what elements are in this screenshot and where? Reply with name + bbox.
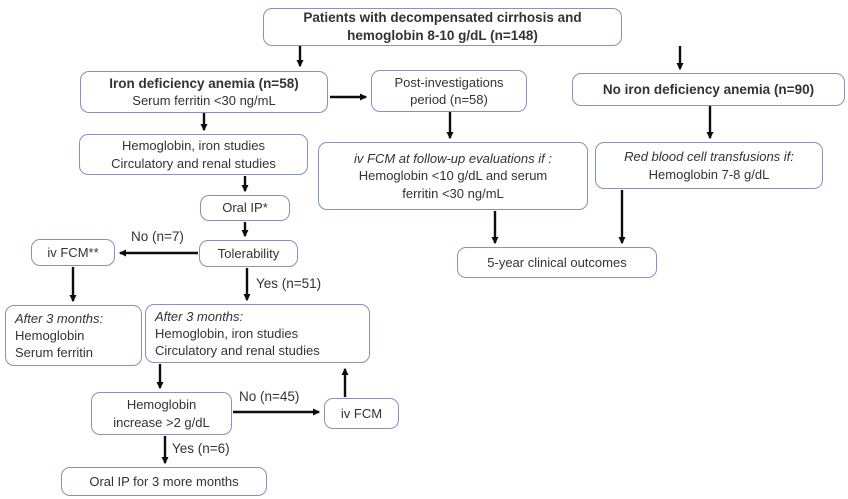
node-post-investigations-line1: Post-investigations bbox=[394, 74, 504, 90]
node-after3-left-line3: Serum ferritin bbox=[15, 345, 94, 361]
node-rbc-transfusions: Red blood cell transfusions if: Hemoglob… bbox=[595, 142, 823, 189]
node-oral-ip-line1: Oral IP* bbox=[222, 200, 268, 216]
edge-label-no-n45: No (n=45) bbox=[239, 389, 300, 404]
node-hb-increase-line1: Hemoglobin bbox=[126, 397, 197, 413]
node-ivfcm-followup-line2: Hemoglobin <10 g/dL and serum bbox=[358, 168, 548, 184]
node-ivfcm-followup: iv FCM at follow-up evaluations if : Hem… bbox=[318, 142, 588, 210]
node-tolerability-line1: Tolerability bbox=[217, 245, 280, 261]
node-after3-right-line3: Circulatory and renal studies bbox=[155, 343, 320, 359]
node-oral-ip-3mo: Oral IP for 3 more months bbox=[61, 467, 267, 496]
node-outcomes-line1: 5-year clinical outcomes bbox=[487, 254, 627, 270]
node-no-iron-deficiency-anemia: No iron deficiency anemia (n=90) bbox=[572, 73, 845, 106]
node-after3-left-line2: Hemoglobin bbox=[15, 327, 85, 343]
node-oral-ip-3mo-line1: Oral IP for 3 more months bbox=[89, 473, 239, 489]
node-hb-iron-studies-line1: Hemoglobin, iron studies bbox=[121, 138, 266, 154]
node-after3-left: After 3 months: Hemoglobin Serum ferriti… bbox=[5, 305, 142, 366]
node-after3-right-line2: Hemoglobin, iron studies bbox=[155, 325, 299, 341]
edge-label-yes-n51: Yes (n=51) bbox=[256, 276, 322, 291]
node-outcomes: 5-year clinical outcomes bbox=[457, 247, 657, 278]
node-after3-right: After 3 months: Hemoglobin, iron studies… bbox=[145, 304, 370, 363]
node-ida-line1: Iron deficiency anemia (n=58) bbox=[109, 75, 299, 91]
node-hb-iron-studies: Hemoglobin, iron studies Circulatory and… bbox=[79, 134, 308, 175]
node-ivfcm-followup-line1: iv FCM at follow-up evaluations if : bbox=[354, 151, 552, 167]
node-after3-left-line1: After 3 months: bbox=[15, 310, 104, 326]
node-patients-line1: Patients with decompensated cirrhosis an… bbox=[303, 10, 582, 26]
node-rbc-line2: Hemoglobin 7-8 g/dL bbox=[648, 166, 770, 182]
node-hb-iron-studies-line2: Circulatory and renal studies bbox=[111, 155, 276, 171]
node-hb-increase: Hemoglobin increase >2 g/dL bbox=[91, 392, 232, 435]
node-iron-deficiency-anemia: Iron deficiency anemia (n=58) Serum ferr… bbox=[80, 71, 328, 113]
node-hb-increase-line2: increase >2 g/dL bbox=[113, 414, 210, 430]
node-ivfcm-followup-line3: ferritin <30 ng/mL bbox=[402, 185, 504, 201]
node-iv-fcm-no-response-line1: iv FCM bbox=[340, 405, 383, 421]
node-post-investigations-line2: period (n=58) bbox=[410, 92, 488, 107]
node-no-ida-line1: No iron deficiency anemia (n=90) bbox=[602, 81, 815, 97]
node-iv-fcm-no-response: iv FCM bbox=[324, 398, 399, 429]
edge-label-no-n7: No (n=7) bbox=[131, 229, 184, 244]
node-tolerability: Tolerability bbox=[199, 240, 298, 267]
node-rbc-line1: Red blood cell transfusions if: bbox=[624, 149, 794, 165]
edge-label-yes-n6: Yes (n=6) bbox=[172, 441, 230, 456]
node-iv-fcm-intolerant-line1: iv FCM** bbox=[47, 244, 99, 260]
node-ida-line2: Serum ferritin <30 ng/mL bbox=[132, 93, 276, 109]
node-patients: Patients with decompensated cirrhosis an… bbox=[263, 8, 622, 46]
node-after3-right-line1: After 3 months: bbox=[155, 308, 244, 324]
node-patients-line2: hemoglobin 8-10 g/dL (n=148) bbox=[347, 28, 538, 43]
node-post-investigations: Post-investigations period (n=58) bbox=[371, 70, 527, 112]
node-iv-fcm-intolerant: iv FCM** bbox=[31, 239, 115, 266]
node-oral-ip: Oral IP* bbox=[200, 195, 290, 221]
